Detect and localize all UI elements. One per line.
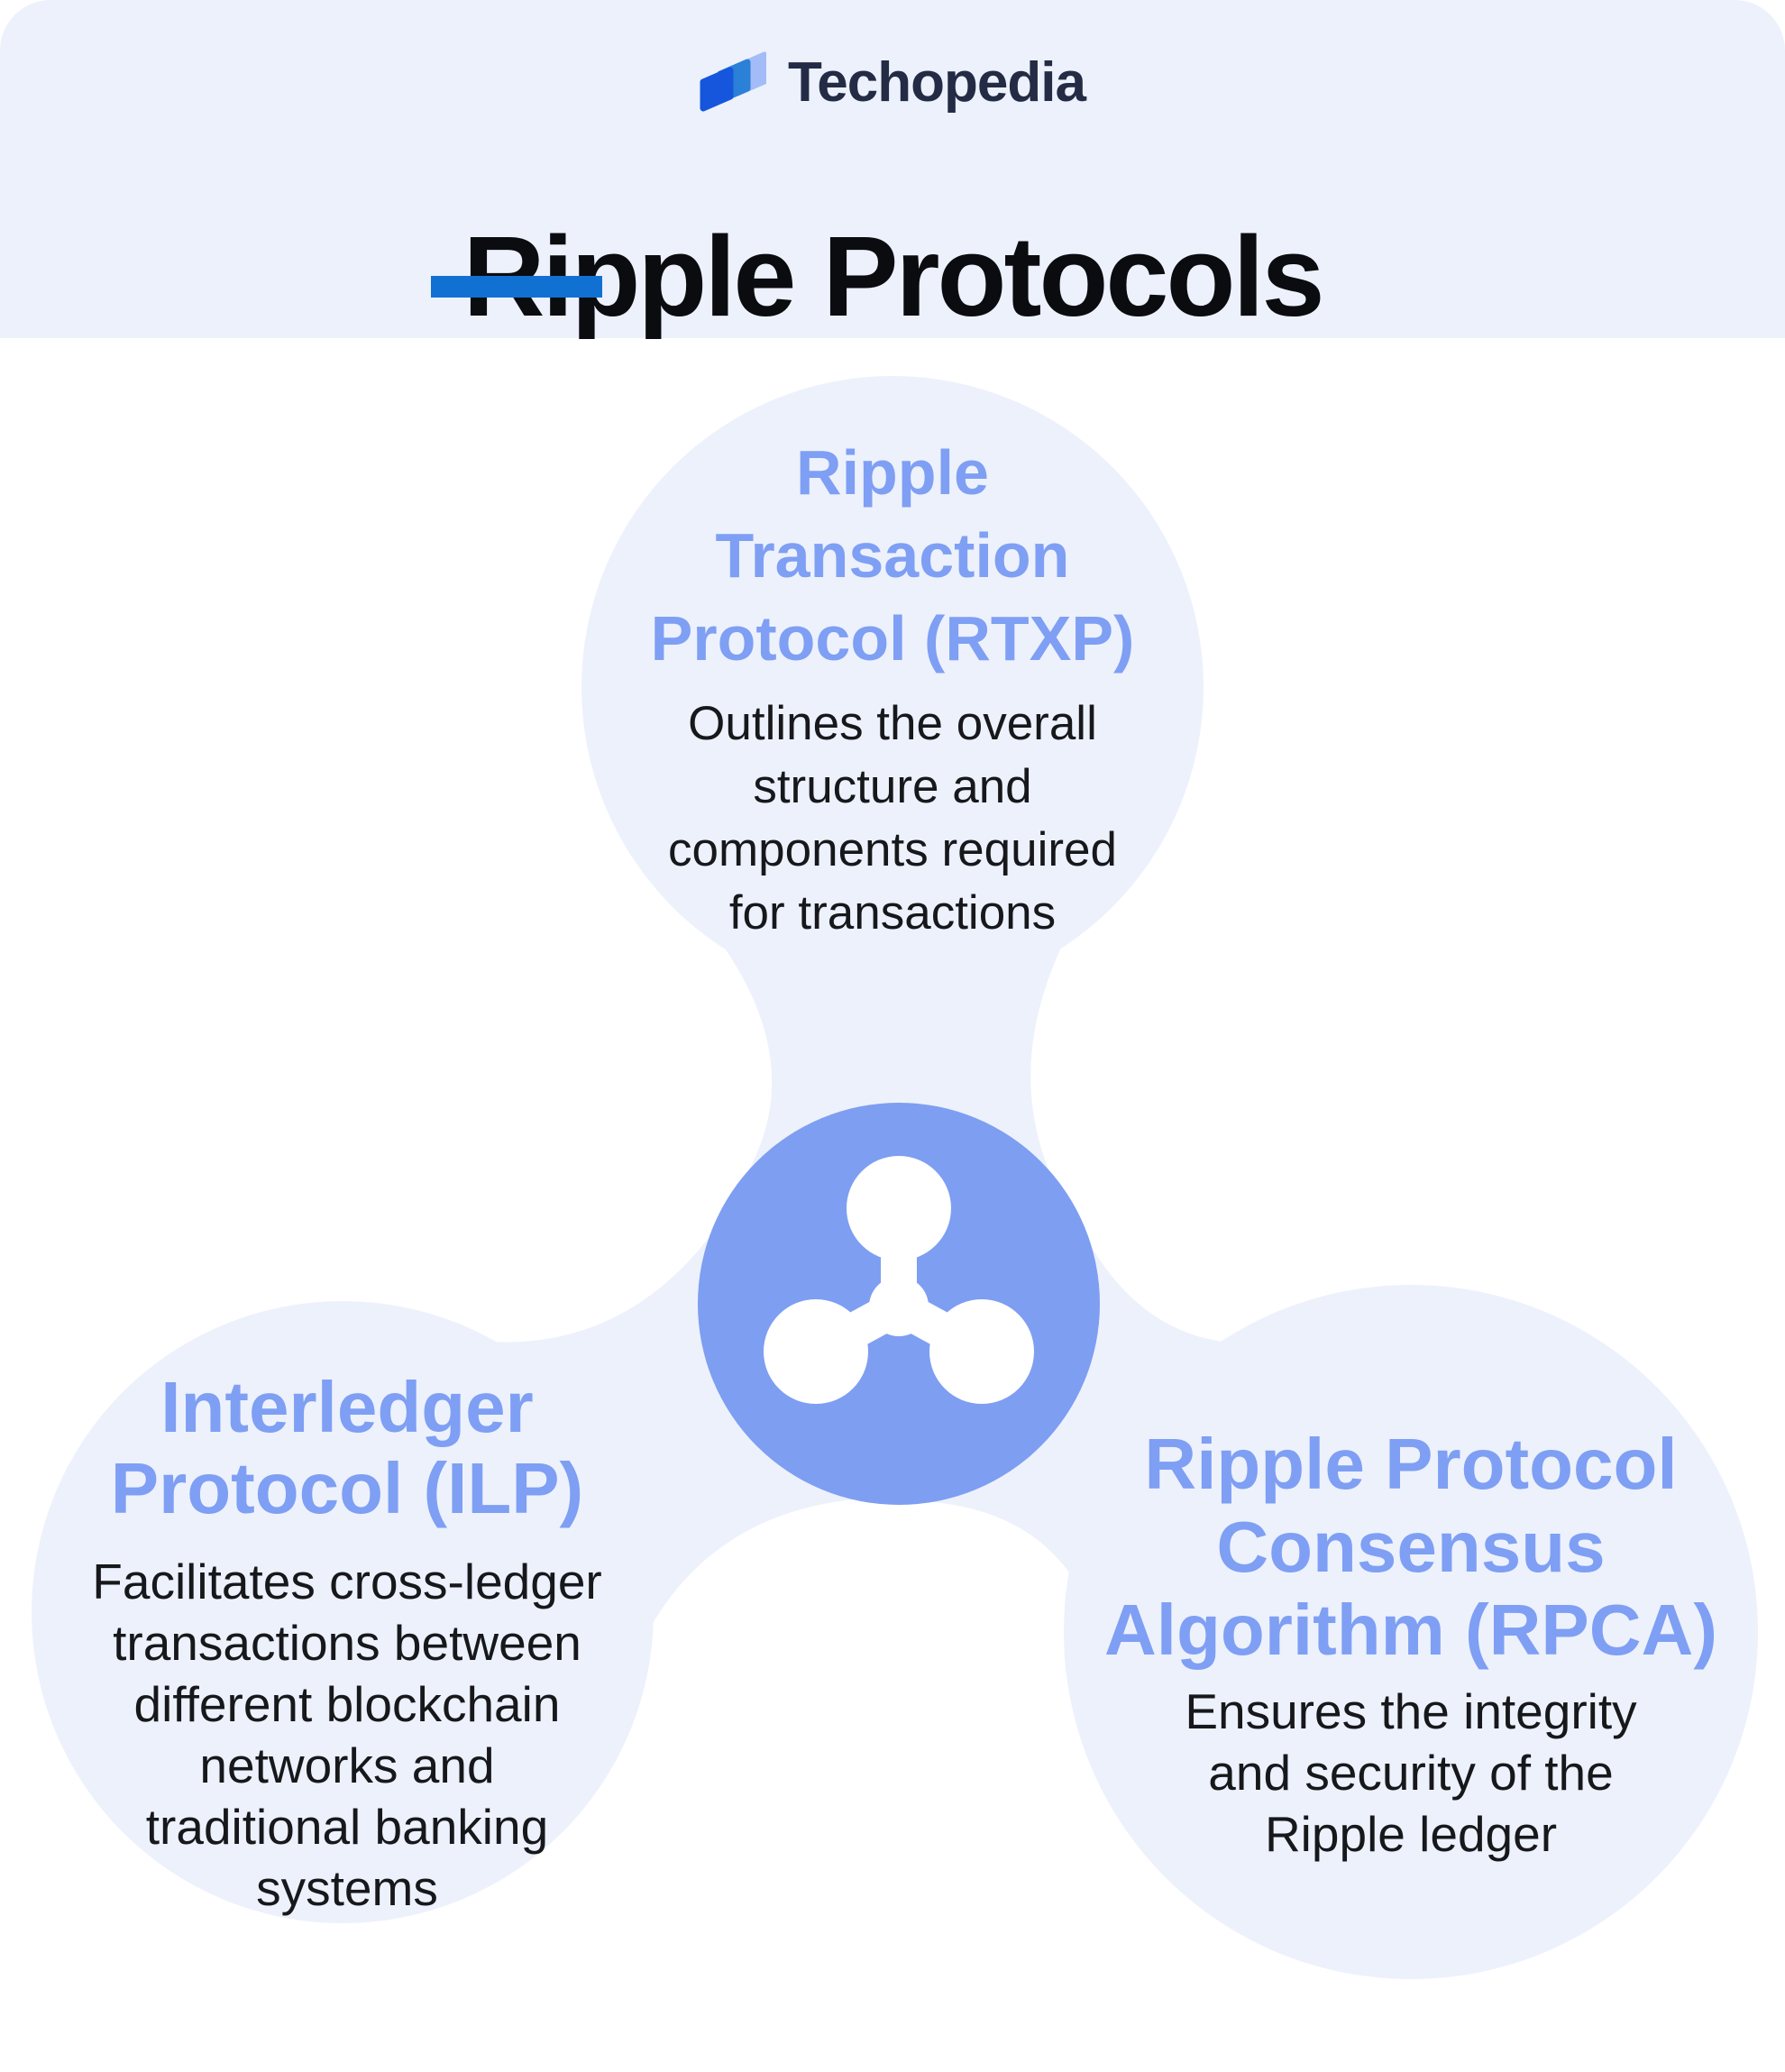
connector-top — [723, 946, 1062, 1169]
techopedia-logo-icon — [700, 51, 767, 112]
text-line: Protocol (RTXP) — [650, 603, 1135, 674]
connector-right — [933, 1249, 1271, 1622]
text-line: Transaction — [715, 520, 1070, 591]
text-line: Ensures the integrity — [1185, 1683, 1637, 1739]
triskelion-dots — [764, 1156, 1034, 1404]
text-line: and security of the — [1208, 1745, 1614, 1801]
brand-name: Techopedia — [788, 51, 1086, 114]
page-title: Ripple Protocols — [462, 213, 1324, 341]
text-line: Ripple — [796, 437, 989, 508]
text-line: Ripple ledger — [1264, 1806, 1558, 1862]
text-line: Protocol (ILP) — [110, 1448, 584, 1528]
text-line: structure and — [753, 760, 1032, 813]
text-line: for transactions — [728, 886, 1057, 940]
node-rpca-description: Ensures the integrity and security of the… — [1050, 1681, 1771, 1865]
text-line: systems — [256, 1860, 438, 1916]
text-line: networks and — [199, 1737, 495, 1793]
text-line: Ripple Protocol — [1144, 1424, 1678, 1504]
bubble-rpca — [1064, 1285, 1758, 1979]
title-underline — [431, 276, 602, 298]
node-rtxp-description: Outlines the overall structure and compone… — [442, 692, 1343, 945]
header-band: Techopedia Ripple Protocols — [0, 0, 1785, 338]
bubble-ilp — [32, 1301, 654, 1923]
logo-card-dark — [700, 67, 734, 112]
bubble-rtxp — [581, 376, 1204, 998]
text-line: Facilitates cross-ledger — [92, 1554, 602, 1609]
text-line: Outlines the overall — [688, 697, 1097, 750]
text-line: different blockchain — [133, 1676, 561, 1732]
text-line: traditional banking — [145, 1799, 549, 1855]
brand-logo: Techopedia — [0, 49, 1785, 117]
text-line: components required — [668, 823, 1117, 876]
text-line: Algorithm (RPCA) — [1104, 1590, 1717, 1670]
text-line: Consensus — [1216, 1507, 1606, 1587]
text-line: transactions between — [113, 1615, 581, 1671]
node-ilp-description: Facilitates cross-ledger transactions bet… — [32, 1551, 663, 1919]
text-line: Interledger — [160, 1367, 534, 1447]
ripple-logo-icon — [698, 1103, 1100, 1505]
